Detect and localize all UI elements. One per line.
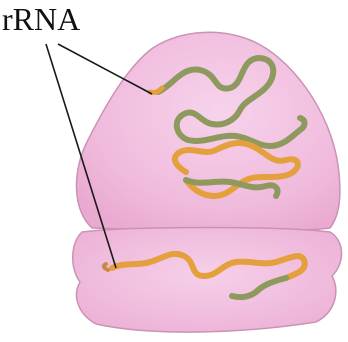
rrna-label: rRNA	[2, 0, 80, 38]
small-subunit	[73, 228, 342, 333]
